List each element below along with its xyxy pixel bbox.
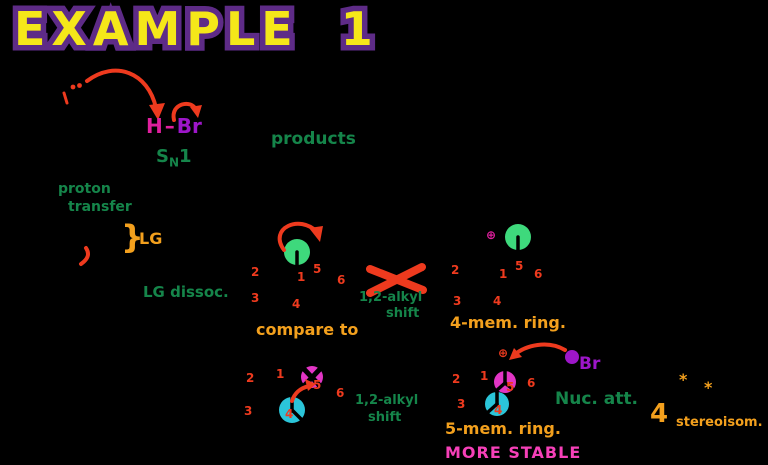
carbon-number: 6	[534, 267, 543, 281]
proton-h-label: H	[146, 114, 163, 138]
carbon-number: 1	[297, 270, 306, 284]
proton-transfer-line1: proton	[58, 181, 111, 197]
compare-to-label: compare to	[256, 320, 359, 339]
carbon-number: 4	[292, 297, 301, 311]
carbon-number: 3	[244, 404, 253, 418]
carbon-number: 3	[453, 294, 462, 308]
alkyl-shift-arrow-molecule3	[290, 384, 311, 403]
lg-label: LG	[139, 229, 163, 248]
page-title: EXAMPLE 1	[9, 0, 379, 62]
carbon-number: 1	[480, 369, 489, 383]
br-label: Br	[176, 114, 202, 138]
carbon-number: 4	[493, 294, 502, 308]
carbon-number: 6	[527, 376, 536, 390]
nucleophilic-attack-arrow	[512, 342, 567, 357]
carbon-number: 1	[276, 367, 285, 381]
carbon-number: 2	[451, 263, 460, 277]
lone-pair-dot-2	[77, 83, 82, 88]
carbon-number: 3	[457, 397, 466, 411]
title-number: 1	[335, 0, 379, 62]
carbon-number: 5	[515, 259, 524, 273]
plus-charge-molecule2: ⊕	[486, 228, 497, 242]
carbon-number: 6	[337, 273, 346, 287]
sn1-s: S	[156, 146, 169, 167]
bond-notch-cyan3-b	[290, 408, 304, 422]
crossout-stroke-1	[366, 265, 427, 294]
alkyl-shift-line2: shift	[368, 410, 402, 425]
alkyl-shift-line1: 1,2-alkyl	[355, 393, 419, 408]
crossed-shift-line2: shift	[386, 306, 420, 321]
proton-transfer-line2: transfer	[68, 199, 132, 215]
carbon-number: 4	[285, 407, 294, 421]
carbon-number: 5	[313, 262, 322, 276]
crossed-shift-line1: 1,2-alkyl	[359, 290, 423, 305]
lone-pair-dot-1	[70, 84, 76, 90]
hbr-bond: –	[164, 114, 175, 138]
reagent-hbr: H–Br	[146, 114, 202, 138]
five-mem-ring-label: 5-mem. ring.	[445, 419, 561, 438]
stereoisomer-label: stereoisom.	[676, 415, 763, 430]
bond-y-molecule4-b	[494, 381, 507, 393]
lone-pair-tick	[62, 91, 69, 105]
carbon-number: 2	[246, 371, 255, 385]
products-label: products	[271, 129, 356, 149]
nuc-attack-arrowhead	[509, 348, 522, 360]
carbon-number: 5	[313, 378, 322, 392]
proton-transfer-arrow	[85, 68, 158, 110]
stereocenter-asterisk-2: *	[704, 378, 713, 397]
plus-charge-molecule4: ⊕	[498, 346, 509, 360]
sn1-sub-n: N	[168, 155, 180, 170]
carbon-number: 6	[336, 386, 345, 400]
bromide-ion-dot	[565, 350, 579, 364]
carbon-number: 5	[506, 380, 515, 394]
stereocenter-asterisk-1: *	[679, 370, 688, 389]
carbon-number: 2	[452, 372, 461, 386]
carbon-number: 2	[251, 265, 260, 279]
green-atom-circle-molecule2	[505, 224, 531, 250]
rearrangement-arrowhead	[309, 226, 323, 242]
carbon-number: 3	[251, 291, 260, 305]
more-stable-label: MORE STABLE	[445, 443, 582, 462]
four-mem-ring-label: 4-mem. ring.	[450, 313, 566, 332]
nuc-att-label: Nuc. att.	[555, 389, 638, 409]
title-word: EXAMPLE	[9, 0, 299, 62]
stereoisomer-count: 4	[650, 399, 669, 429]
sn1-label: SN1	[156, 146, 192, 170]
lg-brace: }	[121, 218, 144, 256]
green-atom-circle-molecule1	[284, 239, 310, 265]
carbon-number: 1	[499, 267, 508, 281]
carbon-number: 4	[494, 403, 503, 417]
br-nucleophile-label: Br	[579, 354, 601, 374]
rearrangement-arrow-molecule1	[277, 221, 319, 252]
sn1-one: 1	[179, 146, 192, 167]
lg-dissoc-label: LG dissoc.	[143, 283, 229, 301]
wedge-bond-squiggle	[79, 246, 91, 266]
